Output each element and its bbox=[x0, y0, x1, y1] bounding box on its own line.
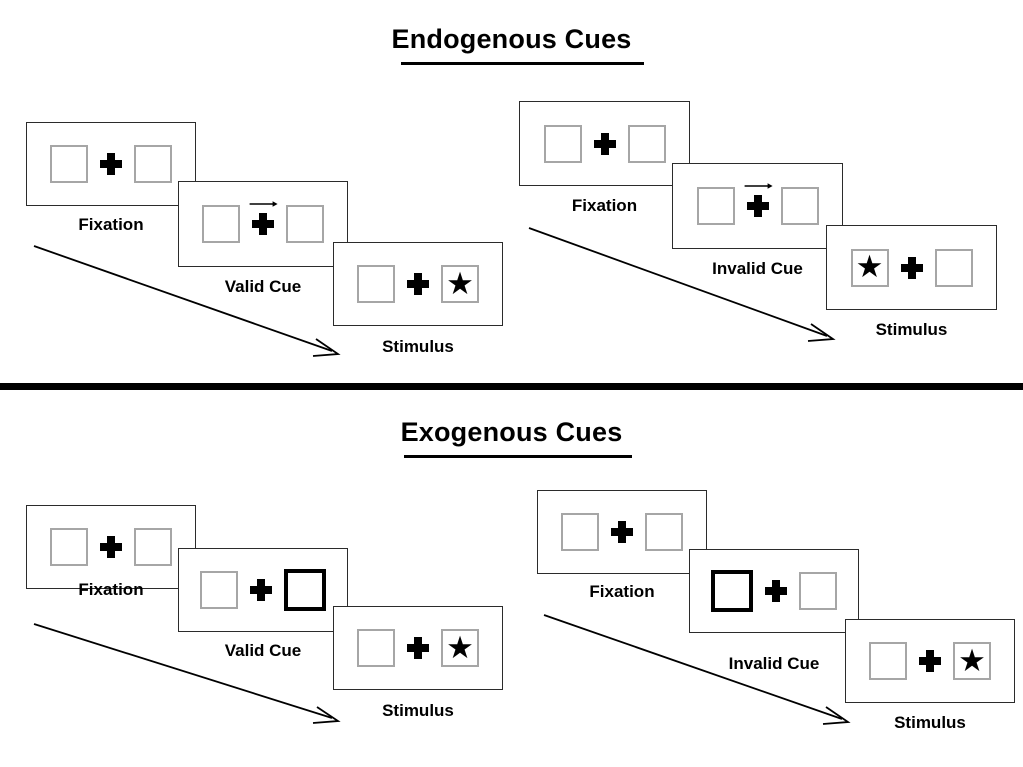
fixation-cross-wrap bbox=[238, 567, 284, 613]
panel-endogenous-invalid-cue bbox=[672, 163, 843, 249]
caption-endogenous-valid-stimulus: Stimulus bbox=[382, 337, 454, 356]
caption-exogenous-invalid-stimulus: Stimulus bbox=[894, 713, 966, 732]
star-icon: ★ bbox=[855, 249, 884, 284]
fixation-cross-wrap bbox=[395, 625, 441, 671]
caption-exogenous-valid-stimulus: Stimulus bbox=[382, 701, 454, 720]
stimulus-box-left bbox=[357, 265, 395, 303]
caption-endogenous-invalid-fixation: Fixation bbox=[571, 196, 638, 215]
section-divider bbox=[0, 383, 1023, 390]
stimulus-box-right-target: ★ bbox=[953, 642, 991, 680]
caption-exogenous-valid-fixation: Fixation bbox=[78, 580, 144, 599]
stimulus-box-left bbox=[200, 571, 238, 609]
stimulus-box-left bbox=[543, 124, 582, 163]
right-arrow-icon bbox=[744, 183, 773, 189]
plus-icon bbox=[593, 132, 616, 155]
fixation-cross-wrap bbox=[599, 509, 645, 555]
stimulus-box-right-target: ★ bbox=[441, 629, 479, 667]
star-icon: ★ bbox=[446, 629, 474, 665]
stimulus-box-right bbox=[134, 528, 172, 566]
caption-exogenous-invalid-cue: Invalid Cue bbox=[728, 654, 820, 673]
panel-exogenous-valid-cue bbox=[178, 548, 348, 632]
plus-icon bbox=[100, 536, 122, 558]
caption-endogenous-valid-cue: Valid Cue bbox=[224, 277, 302, 296]
stimulus-box-right bbox=[799, 572, 837, 610]
stimulus-box-left bbox=[696, 187, 735, 225]
stimulus-box-right-target: ★ bbox=[441, 265, 479, 303]
right-arrow-icon bbox=[249, 201, 278, 207]
panel-endogenous-invalid-stimulus: ★ bbox=[826, 225, 997, 310]
fixation-cross-wrap bbox=[395, 261, 441, 307]
caption-endogenous-invalid-stimulus: Stimulus bbox=[875, 320, 948, 339]
star-icon: ★ bbox=[446, 265, 474, 301]
stimulus-box-right bbox=[645, 513, 683, 551]
fixation-cross-wrap bbox=[889, 245, 935, 291]
stimulus-box-left bbox=[869, 642, 907, 680]
caption-endogenous-valid-fixation: Fixation bbox=[78, 215, 144, 234]
panel-endogenous-valid-stimulus: ★ bbox=[333, 242, 503, 326]
plus-icon bbox=[746, 195, 769, 217]
panel-exogenous-valid-fixation bbox=[26, 505, 196, 589]
panel-exogenous-invalid-stimulus: ★ bbox=[845, 619, 1015, 703]
stimulus-box-right-cued bbox=[284, 569, 326, 611]
panel-endogenous-valid-cue bbox=[178, 181, 348, 267]
plus-icon bbox=[611, 521, 633, 543]
stimulus-box-left-cued bbox=[711, 570, 753, 612]
stimulus-box-right bbox=[134, 145, 172, 183]
caption-endogenous-invalid-cue: Invalid Cue bbox=[712, 259, 803, 278]
fixation-cross-wrap bbox=[753, 568, 799, 614]
plus-icon bbox=[900, 256, 923, 279]
panel-exogenous-valid-stimulus: ★ bbox=[333, 606, 503, 690]
stimulus-box-left bbox=[561, 513, 599, 551]
flow-arrow-exogenous-valid bbox=[33, 623, 341, 724]
fixation-cross-wrap bbox=[88, 524, 134, 570]
stimulus-box-right bbox=[934, 248, 973, 287]
stimulus-box-left bbox=[50, 145, 88, 183]
fixation-cross-wrap bbox=[582, 121, 628, 167]
plus-icon bbox=[407, 637, 429, 659]
plus-icon bbox=[252, 213, 274, 235]
section-title-exogenous: Exogenous Cues bbox=[400, 417, 623, 447]
section-title-exogenous-underline bbox=[404, 455, 632, 458]
panel-endogenous-invalid-fixation bbox=[519, 101, 690, 186]
stimulus-box-left bbox=[50, 528, 88, 566]
stimulus-box-left bbox=[202, 205, 240, 243]
stimulus-box-right bbox=[780, 187, 819, 225]
fixation-cross-wrap bbox=[240, 201, 286, 247]
stimulus-box-right bbox=[286, 205, 324, 243]
panel-exogenous-invalid-fixation bbox=[537, 490, 707, 574]
stimulus-box-left-target: ★ bbox=[850, 248, 889, 287]
fixation-cross-wrap bbox=[88, 141, 134, 187]
plus-icon bbox=[100, 153, 122, 175]
section-title-endogenous: Endogenous Cues bbox=[391, 24, 632, 54]
section-title-endogenous-underline bbox=[401, 62, 644, 65]
plus-icon bbox=[919, 650, 941, 672]
star-icon: ★ bbox=[958, 642, 986, 678]
fixation-cross-wrap bbox=[735, 183, 781, 229]
plus-icon bbox=[765, 580, 787, 602]
fixation-cross-wrap bbox=[907, 638, 953, 684]
panel-endogenous-valid-fixation bbox=[26, 122, 196, 206]
stimulus-box-left bbox=[357, 629, 395, 667]
caption-exogenous-valid-cue: Valid Cue bbox=[224, 641, 302, 660]
plus-icon bbox=[407, 273, 429, 295]
stimulus-box-right bbox=[627, 124, 666, 163]
panel-exogenous-invalid-cue bbox=[689, 549, 859, 633]
caption-exogenous-invalid-fixation: Fixation bbox=[589, 582, 655, 601]
plus-icon bbox=[250, 579, 272, 601]
